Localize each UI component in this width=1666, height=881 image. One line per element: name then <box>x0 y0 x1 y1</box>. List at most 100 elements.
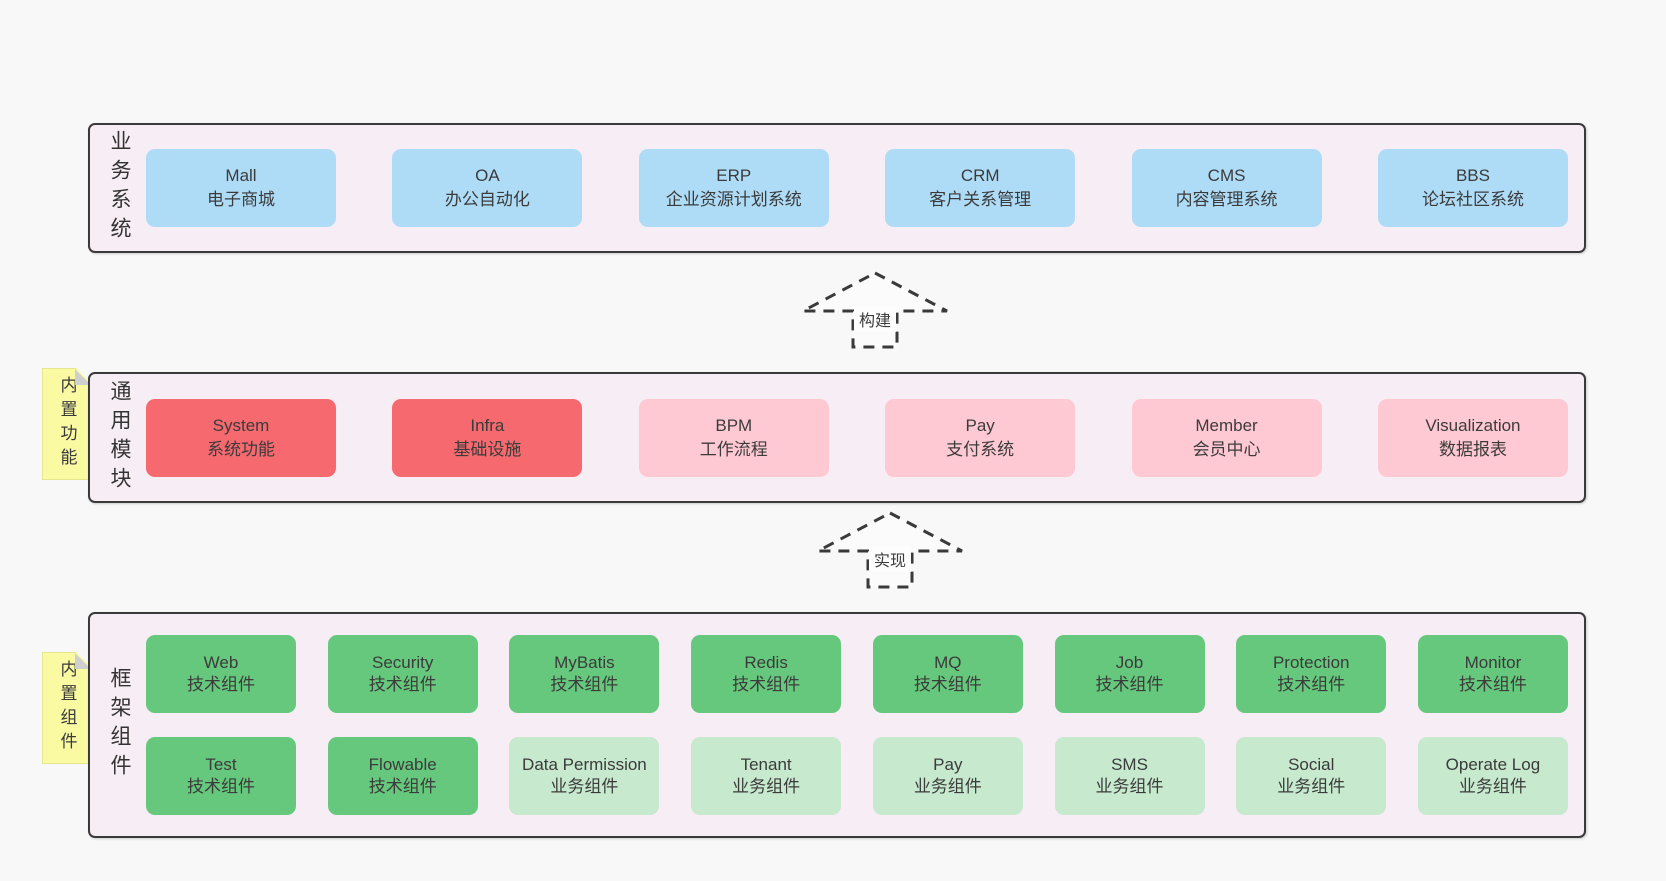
module-title: BPM <box>715 415 753 435</box>
module-title: Protection <box>1272 652 1350 672</box>
module-subtitle: 数据报表 <box>1438 439 1507 459</box>
module-box-security: Security 技术组件 <box>327 635 478 713</box>
module-box-bpm: BPM 工作流程 <box>638 398 829 477</box>
layer-side-label: 业务系统 <box>108 130 131 246</box>
module-subtitle: 技术组件 <box>368 777 437 796</box>
module-box-oa: OA 办公自动化 <box>392 149 583 227</box>
module-subtitle: 办公自动化 <box>444 190 530 209</box>
module-subtitle: 技术组件 <box>1458 675 1527 694</box>
box-row: System 系统功能 Infra 基础设施 BPM 工作流程 Pay 支付系统 Member 会… <box>146 398 1568 477</box>
module-box-protection: Protection 技术组件 <box>1236 635 1387 713</box>
module-subtitle: 会员中心 <box>1192 439 1261 459</box>
module-subtitle: 技术组件 <box>1277 675 1346 694</box>
module-subtitle: 业务组件 <box>913 777 982 796</box>
module-title: Test <box>205 754 237 774</box>
module-subtitle: 技术组件 <box>368 675 437 694</box>
module-box-pay: Pay 支付系统 <box>885 398 1076 477</box>
module-subtitle: 客户关系管理 <box>929 190 1032 209</box>
module-subtitle: 业务组件 <box>732 777 801 796</box>
module-subtitle: 技术组件 <box>550 675 619 694</box>
module-title: Mall <box>225 166 257 186</box>
module-subtitle: 技术组件 <box>732 675 801 694</box>
module-box-infra: Infra 基础设施 <box>392 398 583 477</box>
module-subtitle: 基础设施 <box>453 439 522 459</box>
module-subtitle: 电子商城 <box>207 190 275 209</box>
module-subtitle: 业务组件 <box>1458 777 1527 796</box>
module-box-visualization: Visualization 数据报表 <box>1377 398 1568 477</box>
module-subtitle: 业务组件 <box>550 777 619 796</box>
module-subtitle: 企业资源计划系统 <box>665 190 802 209</box>
module-title: Web <box>203 652 239 672</box>
module-title: Redis <box>744 652 788 672</box>
module-title: Flowable <box>368 754 437 774</box>
module-title: MQ <box>934 652 962 672</box>
module-subtitle: 技术组件 <box>913 675 982 694</box>
module-title: Data Permission <box>522 754 647 774</box>
module-title: Social <box>1288 754 1335 774</box>
module-box-cms: CMS 内容管理系统 <box>1131 149 1322 227</box>
module-title: Security <box>371 652 434 672</box>
module-title: Job <box>1115 652 1144 672</box>
module-box-web: Web 技术组件 <box>146 635 296 713</box>
module-subtitle: 技术组件 <box>1095 675 1164 694</box>
layer-side-label: 通用模块 <box>108 379 131 496</box>
build-arrow-label: 构建 <box>853 306 897 332</box>
module-title: Pay <box>965 415 995 435</box>
module-box-erp: ERP 企业资源计划系统 <box>638 149 829 227</box>
module-subtitle: 技术组件 <box>187 777 255 796</box>
module-box-mybatis: MyBatis 技术组件 <box>509 635 660 713</box>
module-title: Visualization <box>1425 415 1521 435</box>
module-title: Pay <box>933 754 963 774</box>
module-box-mall: Mall 电子商城 <box>146 149 336 227</box>
module-box-mq: MQ 技术组件 <box>872 635 1023 713</box>
module-box-data-permission: Data Permission 业务组件 <box>509 737 660 815</box>
module-subtitle: 内容管理系统 <box>1175 190 1278 209</box>
module-box-monitor: Monitor 技术组件 <box>1417 635 1568 713</box>
module-subtitle: 工作流程 <box>699 439 768 459</box>
module-box-job: Job 技术组件 <box>1054 635 1205 713</box>
module-box-flowable: Flowable 技术组件 <box>327 737 478 815</box>
module-box-social: Social 业务组件 <box>1236 737 1387 815</box>
module-title: BBS <box>1455 166 1490 186</box>
module-title: CMS <box>1207 166 1246 186</box>
module-title: ERP <box>716 166 752 186</box>
folded-corner-icon <box>75 369 91 385</box>
module-box-pay: Pay 业务组件 <box>872 737 1023 815</box>
module-box-redis: Redis 技术组件 <box>691 635 842 713</box>
module-subtitle: 技术组件 <box>187 675 255 694</box>
module-subtitle: 系统功能 <box>207 439 275 459</box>
module-title: OA <box>475 166 500 186</box>
layer-side-label: 框架组件 <box>108 667 131 783</box>
module-box-system: System 系统功能 <box>146 398 336 477</box>
implement-arrow: 实现 <box>815 510 965 590</box>
module-title: System <box>212 415 270 435</box>
folded-corner-icon <box>75 653 91 669</box>
tag-label: 内置组件 <box>57 660 77 756</box>
module-box-test: Test 技术组件 <box>146 737 296 815</box>
build-arrow: 构建 <box>800 270 950 350</box>
module-title: Member <box>1195 415 1258 435</box>
layer-common-modules: 通用模块 System 系统功能 Infra 基础设施 BPM 工作流程 Pay 支付系统 Me… <box>88 372 1586 503</box>
layer-boxes: System 系统功能 Infra 基础设施 BPM 工作流程 Pay 支付系统 Member 会… <box>146 374 1568 501</box>
module-subtitle: 业务组件 <box>1277 777 1346 796</box>
module-box-member: Member 会员中心 <box>1131 398 1322 477</box>
module-title: Infra <box>470 415 505 435</box>
module-subtitle: 业务组件 <box>1095 777 1164 796</box>
tag-built-in-features: 内置功能 <box>42 368 92 480</box>
module-title: Monitor <box>1464 652 1522 672</box>
module-subtitle: 支付系统 <box>946 439 1015 459</box>
module-title: MyBatis <box>554 652 615 672</box>
tag-label: 内置功能 <box>57 376 77 472</box>
